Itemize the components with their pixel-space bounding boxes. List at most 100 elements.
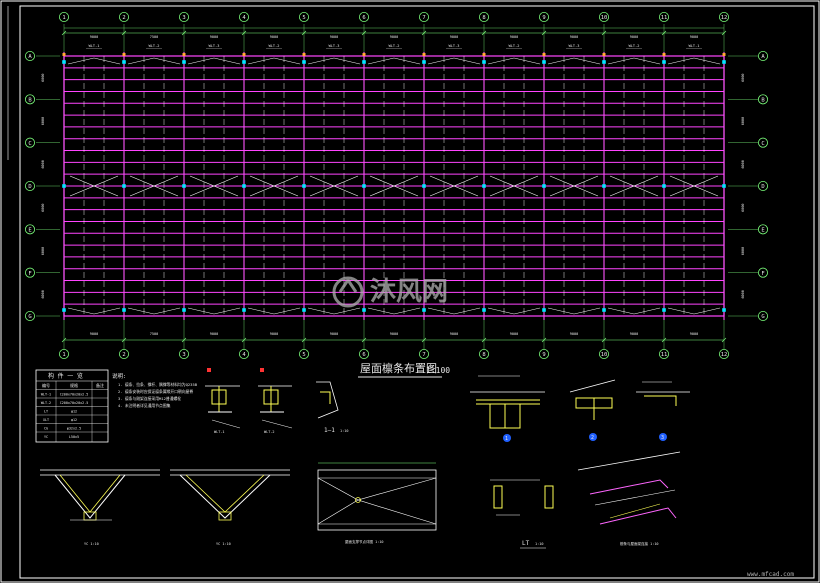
tie-rod-detail-left: YC 1:10 [40, 469, 160, 546]
purlin-tag: WLT-3 [449, 44, 460, 48]
column-marker [242, 184, 246, 188]
eave-bracing-top [487, 57, 541, 65]
eave-bracing-bottom [307, 307, 361, 315]
axis-top-label: 8 [482, 15, 485, 21]
table-cell: L50x5 [69, 435, 79, 439]
bay-dimension-top: 9000 [210, 35, 218, 39]
column-marker [242, 308, 246, 312]
purlin-tag: WLT-2 [629, 44, 640, 48]
axis-bottom-label: 8 [482, 352, 485, 358]
svg-text:WLT-1: WLT-1 [214, 430, 225, 434]
bracing-elevation-detail: 屋面支撑节点详图 1:10 [317, 462, 437, 544]
axis-left-bubble [24, 267, 35, 278]
axis-right-label: B [761, 98, 765, 104]
eave-bracing-bottom [427, 307, 481, 315]
ridge-bracing [489, 175, 539, 197]
table-cell: C200x70x20x2.5 [60, 393, 89, 397]
eave-bracing-top [127, 57, 181, 65]
bay-dimension-bottom: 9000 [510, 332, 518, 336]
table-cell: φ32x2.5 [67, 427, 81, 431]
axis-left-label: E [28, 228, 31, 234]
axis-top-label: 5 [302, 15, 305, 21]
column-marker [482, 308, 486, 312]
table-cell: C200x70x20x2.5 [60, 401, 89, 405]
table-cell: φ12 [71, 410, 77, 414]
purlin-tag: WLT-2 [389, 44, 400, 48]
bay-dimension-top: 9000 [90, 35, 98, 39]
axis-bottom-label: 10 [601, 352, 608, 358]
eave-bracing-top [547, 57, 601, 65]
eave-bracing-top [667, 57, 721, 65]
watermark-url: www.mfcad.com [747, 571, 794, 578]
dimension-tick [601, 30, 607, 36]
axis-left-label: F [28, 271, 31, 277]
column-marker [662, 60, 666, 64]
axis-bottom-label: 7 [422, 352, 425, 358]
dimension-tick [121, 337, 127, 343]
dimension-tick [721, 337, 727, 343]
side-dimension: 6000 [741, 73, 745, 81]
axis-right-label: A [761, 54, 765, 60]
axis-bottom-label: 5 [302, 352, 305, 358]
axis-bottom-bubble [418, 348, 429, 359]
axis-bottom-label: 2 [122, 352, 125, 358]
axis-bottom-bubble [119, 348, 130, 359]
lt-label: LT [522, 540, 530, 547]
column-marker [62, 308, 66, 312]
node-detail-2: 2 [569, 379, 616, 441]
axis-right-bubble [758, 137, 769, 148]
eave-bracing-bottom [187, 307, 241, 315]
member-table-title: 构 件 一 览 [48, 372, 83, 380]
dimension-tick [541, 337, 547, 343]
axis-top-bubble [119, 11, 130, 22]
ridge-bracing [249, 175, 299, 197]
axis-left-bubble [24, 94, 35, 105]
purlin-tag: WLT-3 [569, 44, 580, 48]
eave-bracing-top [427, 57, 481, 65]
axis-left-label: G [28, 314, 31, 320]
lt-detail: LT 1:10 [490, 479, 554, 549]
column-marker [182, 60, 186, 64]
table-header-cell: 备注 [96, 382, 104, 388]
eave-marker [122, 53, 126, 56]
node-2-label: 2 [591, 435, 594, 441]
dimension-tick [601, 337, 607, 343]
purlin-tag: WLT-1 [689, 44, 700, 48]
node-detail-3: 3 [636, 381, 690, 441]
note-line-1: 1. 檩条、拉条、撑杆、隅撑等材料均为Q235B [118, 382, 198, 387]
axis-top-bubble [539, 11, 550, 22]
dimension-tick [661, 337, 667, 343]
axis-left-bubble [24, 224, 35, 235]
axis-bottom-bubble [358, 348, 369, 359]
bay-dimension-top: 9000 [690, 35, 698, 39]
side-dimension: 6000 [741, 117, 745, 125]
table-cell: XLT [43, 418, 49, 422]
column-marker [122, 60, 126, 64]
axis-right-label: E [761, 228, 764, 234]
column-marker [302, 308, 306, 312]
axis-bottom-label: 1 [62, 352, 65, 358]
eave-bracing-top [187, 57, 241, 65]
svg-text:屋面支撑节点详图 1:10: 屋面支撑节点详图 1:10 [345, 539, 384, 544]
side-dimension: 6000 [41, 160, 45, 168]
column-marker [662, 184, 666, 188]
node-1-label: 1 [505, 436, 508, 442]
column-marker [302, 184, 306, 188]
axis-top-bubble [418, 11, 429, 22]
axis-top-bubble [719, 11, 730, 22]
axis-top-bubble [599, 11, 610, 22]
eave-bracing-bottom [547, 307, 601, 315]
column-marker [62, 60, 66, 64]
bay-dimension-bottom: 9000 [210, 332, 218, 336]
axis-bottom-bubble [478, 348, 489, 359]
axis-top-label: 10 [601, 15, 608, 21]
ridge-bracing [669, 175, 719, 197]
axis-top-bubble [358, 11, 369, 22]
axis-bottom-label: 11 [661, 352, 668, 358]
table-cell: LT [44, 410, 48, 414]
axis-bottom-bubble [59, 348, 70, 359]
axis-bottom-bubble [238, 348, 249, 359]
axis-left-bubble [24, 180, 35, 191]
eave-bracing-bottom [367, 307, 421, 315]
